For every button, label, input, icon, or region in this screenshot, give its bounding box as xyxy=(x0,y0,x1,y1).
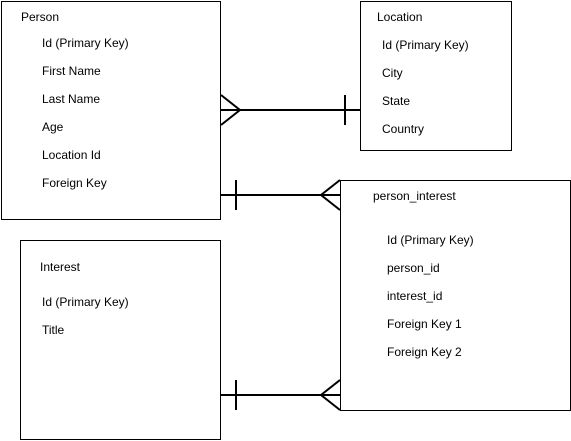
location-field-state: State xyxy=(382,94,411,108)
person-interest-field-foreign-key-2: Foreign Key 2 xyxy=(387,345,462,359)
person-field-foreign-key: Foreign Key xyxy=(42,176,107,190)
person-entity-title: Person xyxy=(21,10,60,24)
person-interest-entity-title: person_interest xyxy=(373,189,456,203)
interest-entity[interactable]: Interest Id (Primary Key) Title xyxy=(20,240,221,440)
location-entity-title: Location xyxy=(377,10,423,24)
person-person-interest-relationship[interactable] xyxy=(221,179,341,211)
person-field-location-id: Location Id xyxy=(42,148,101,162)
person-field-age: Age xyxy=(42,120,64,134)
location-field-city: City xyxy=(382,66,403,80)
person-location-relationship[interactable] xyxy=(220,94,360,126)
person-field-last-name: Last Name xyxy=(42,92,101,106)
person-field-id: Id (Primary Key) xyxy=(42,36,129,50)
person-interest-field-person-id: person_id xyxy=(387,261,440,275)
location-field-id: Id (Primary Key) xyxy=(382,38,469,52)
crows-foot-many-icon xyxy=(319,179,341,211)
crows-foot-many-icon xyxy=(319,379,341,411)
interest-person-interest-relationship[interactable] xyxy=(221,379,341,411)
crows-foot-many-icon xyxy=(220,94,242,126)
location-entity[interactable]: Location Id (Primary Key) City State Cou… xyxy=(360,1,512,151)
person-interest-field-foreign-key-1: Foreign Key 1 xyxy=(387,317,462,331)
interest-field-id: Id (Primary Key) xyxy=(42,295,129,309)
interest-entity-title: Interest xyxy=(40,260,81,274)
person-interest-field-interest-id: interest_id xyxy=(387,289,443,303)
location-field-country: Country xyxy=(382,122,425,136)
interest-field-title: Title xyxy=(42,323,65,337)
person-interest-field-id: Id (Primary Key) xyxy=(387,233,474,247)
person-interest-entity[interactable]: person_interest Id (Primary Key) person_… xyxy=(340,180,571,411)
person-field-first-name: First Name xyxy=(42,64,101,78)
person-entity[interactable]: Person Id (Primary Key) First Name Last … xyxy=(1,1,221,220)
